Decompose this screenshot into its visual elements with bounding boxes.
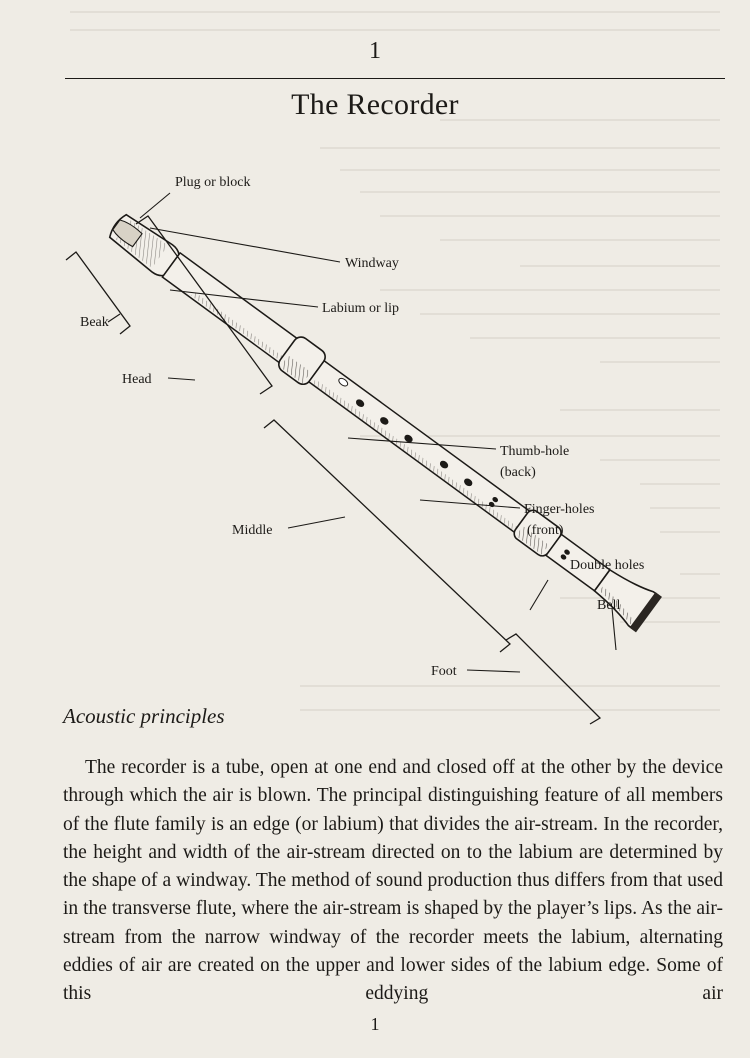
label-foot: Foot [431,664,457,679]
recorder-illustration [108,213,662,633]
page-number: 1 [370,1014,380,1034]
label-beak: Beak [80,315,109,330]
label-finger-holes: Finger-holes [524,502,595,517]
label-thumb-hole: Thumb-hole [500,444,569,459]
label-thumb-hole-sub: (back) [500,465,536,480]
label-plug: Plug or block [175,175,250,190]
body-paragraph: The recorder is a tube, open at one end … [63,754,723,1009]
label-head: Head [122,372,152,387]
label-double-holes: Double holes [570,558,644,573]
label-middle: Middle [232,523,272,538]
label-labium: Labium or lip [322,301,399,316]
double-hole [564,549,570,555]
section-title: Acoustic principles [63,704,225,728]
recorder-diagram: Plug or block Windway Labium or lip Beak… [65,175,662,725]
label-finger-holes-sub: (front) [527,523,564,538]
paragraph-text: The recorder is a tube, open at one end … [63,757,723,1005]
chapter-title: The Recorder [291,88,459,121]
label-windway: Windway [345,256,399,271]
label-bell: Bell [597,598,620,613]
chapter-rule [65,78,725,79]
chapter-number: 1 [369,38,381,64]
recorder-plug [112,219,143,248]
thumb-hole [338,377,349,387]
